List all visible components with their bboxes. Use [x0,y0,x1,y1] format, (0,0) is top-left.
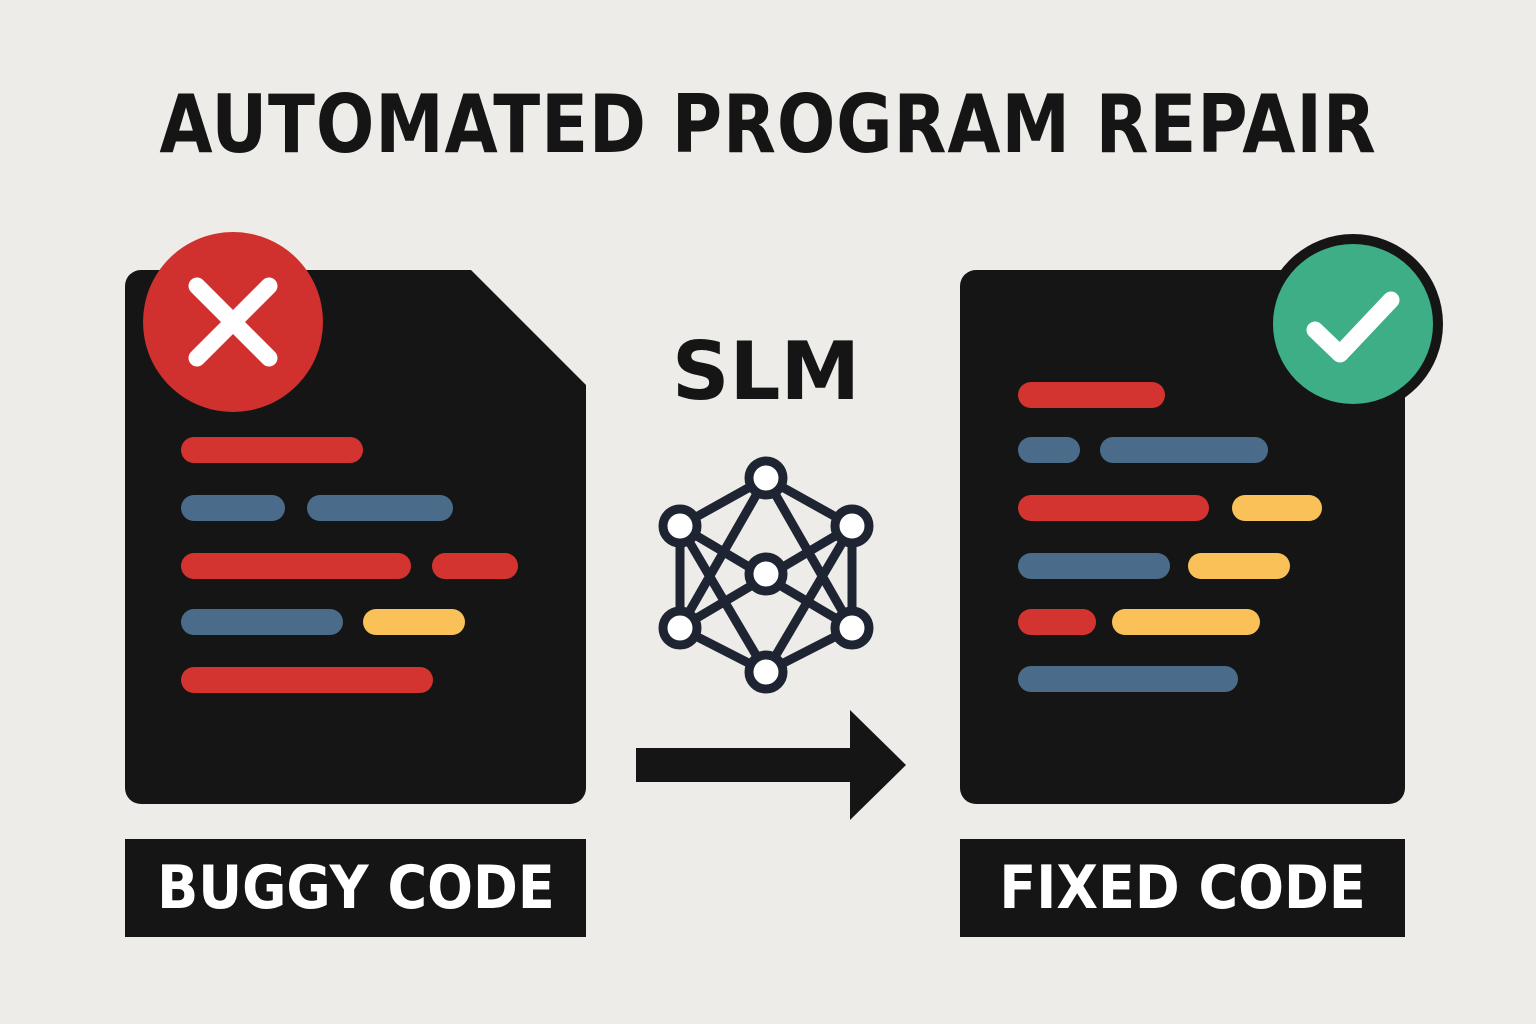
code-line [1232,495,1322,521]
page-title: AUTOMATED PROGRAM REPAIR [159,78,1377,171]
code-line [1018,666,1238,692]
code-line [307,495,453,521]
x-icon [188,277,278,367]
model-label: SLM [671,325,861,418]
neural-network-icon [658,456,874,694]
code-line [181,495,285,521]
code-line [181,553,411,579]
check-icon [1306,291,1400,363]
buggy-code-document [125,270,586,804]
code-line [1018,609,1096,635]
code-line [1100,437,1268,463]
fixed-code-label: FIXED CODE [960,839,1405,937]
code-line [1188,553,1290,579]
code-line [432,553,518,579]
code-line [181,437,363,463]
success-badge [1263,234,1443,414]
code-line [181,667,433,693]
code-line [1112,609,1260,635]
code-line [1018,382,1165,408]
code-line [363,609,465,635]
buggy-code-label: BUGGY CODE [125,839,586,937]
error-badge [143,232,323,412]
code-line [1018,553,1170,579]
code-line [181,609,343,635]
code-line [1018,437,1080,463]
code-line [1018,495,1209,521]
arrow-right-icon [636,710,906,820]
